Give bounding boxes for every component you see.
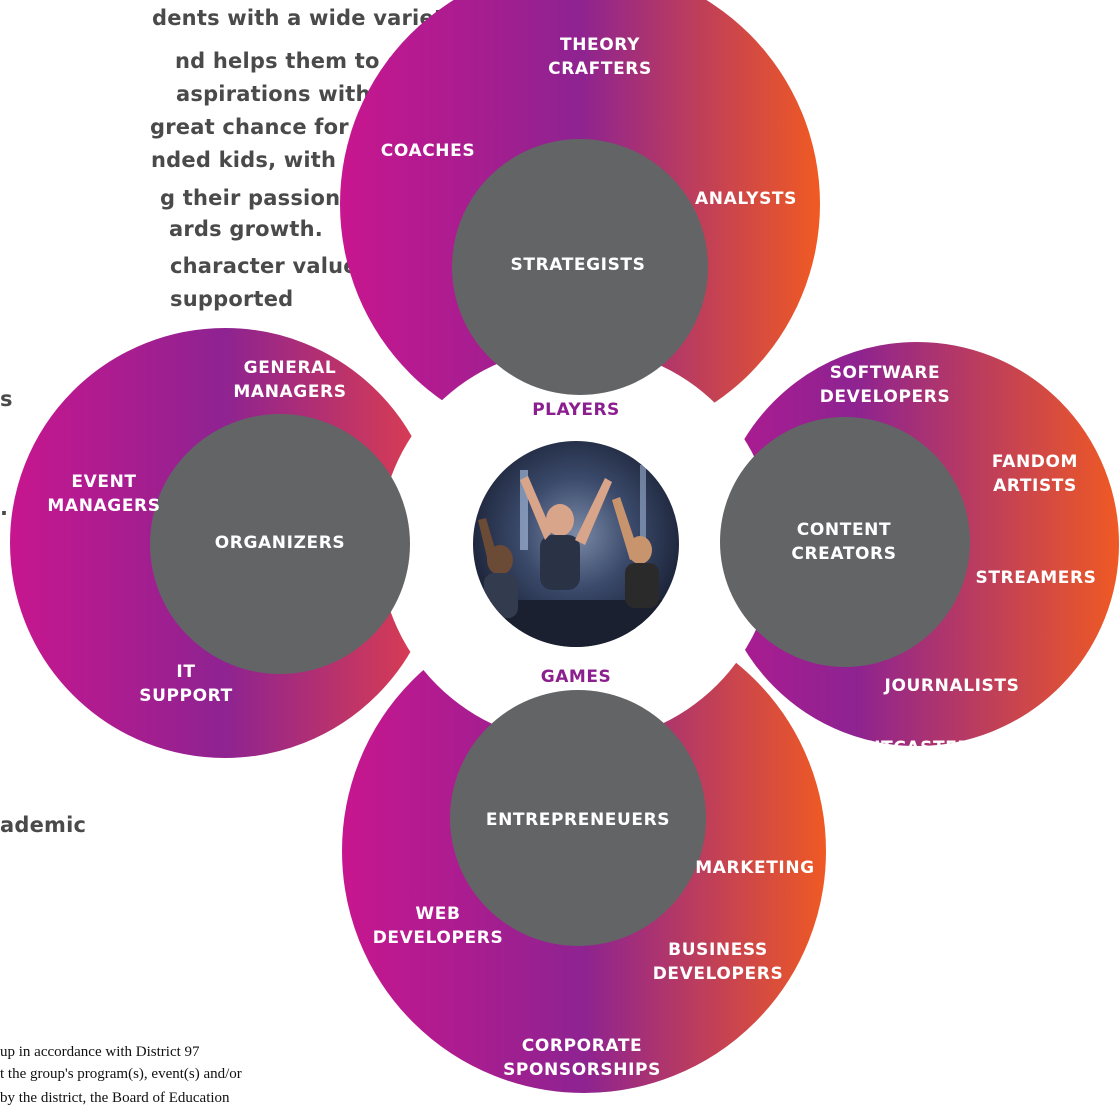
organizers-hub — [150, 414, 410, 674]
background-line: supported — [170, 287, 294, 311]
content-creators-hub — [720, 417, 970, 667]
entrepreneurs-hub — [450, 690, 706, 946]
role-event-managers: EVENT MANAGERS — [47, 472, 161, 516]
players-label: PLAYERS — [532, 400, 620, 420]
background-line: ards growth. — [169, 217, 323, 241]
footer-line: up in accordance with District 97 — [0, 1044, 200, 1060]
role-business-developers: BUSINESS DEVELOPERS — [652, 940, 784, 984]
footer-line: by the district, the Board of Education — [0, 1090, 230, 1106]
role-streamers: STREAMERS — [975, 568, 1097, 588]
content-creators-hub-label: CONTENT CREATORS — [791, 520, 897, 564]
role-marketing: MARKETING — [695, 858, 815, 878]
role-corporate-sponsorships: CORPORATE SPONSORSHIPS — [503, 1036, 661, 1080]
footer-line: t the group's program(s), event(s) and/o… — [0, 1066, 242, 1082]
background-line: s — [0, 387, 13, 411]
background-line: ademic — [0, 813, 87, 837]
role-analysts: ANALYSTS — [695, 189, 797, 209]
strategists-hub-label: STRATEGISTS — [510, 255, 646, 275]
organizers-hub-label: ORGANIZERS — [214, 533, 346, 553]
games-label: GAMES — [540, 667, 612, 687]
role-shoutcasters: SHOUTCASTERS — [824, 738, 984, 758]
role-fandom-artists: FANDOM ARTISTS — [991, 452, 1079, 496]
role-it-support: IT SUPPORT — [139, 662, 233, 706]
role-software-developers: SOFTWARE DEVELOPERS — [819, 363, 951, 407]
role-coaches: COACHES — [380, 141, 476, 161]
role-journalists: JOURNALISTS — [884, 676, 1020, 696]
role-web-developers: WEB DEVELOPERS — [372, 904, 504, 948]
role-general-managers: GENERAL MANAGERS — [233, 358, 347, 402]
background-line: . — [0, 496, 9, 520]
role-theory-crafters: THEORY CRAFTERS — [548, 35, 652, 79]
strategists-hub — [452, 139, 708, 395]
entrepreneurs-hub-label: ENTREPRENEUERS — [485, 810, 671, 830]
